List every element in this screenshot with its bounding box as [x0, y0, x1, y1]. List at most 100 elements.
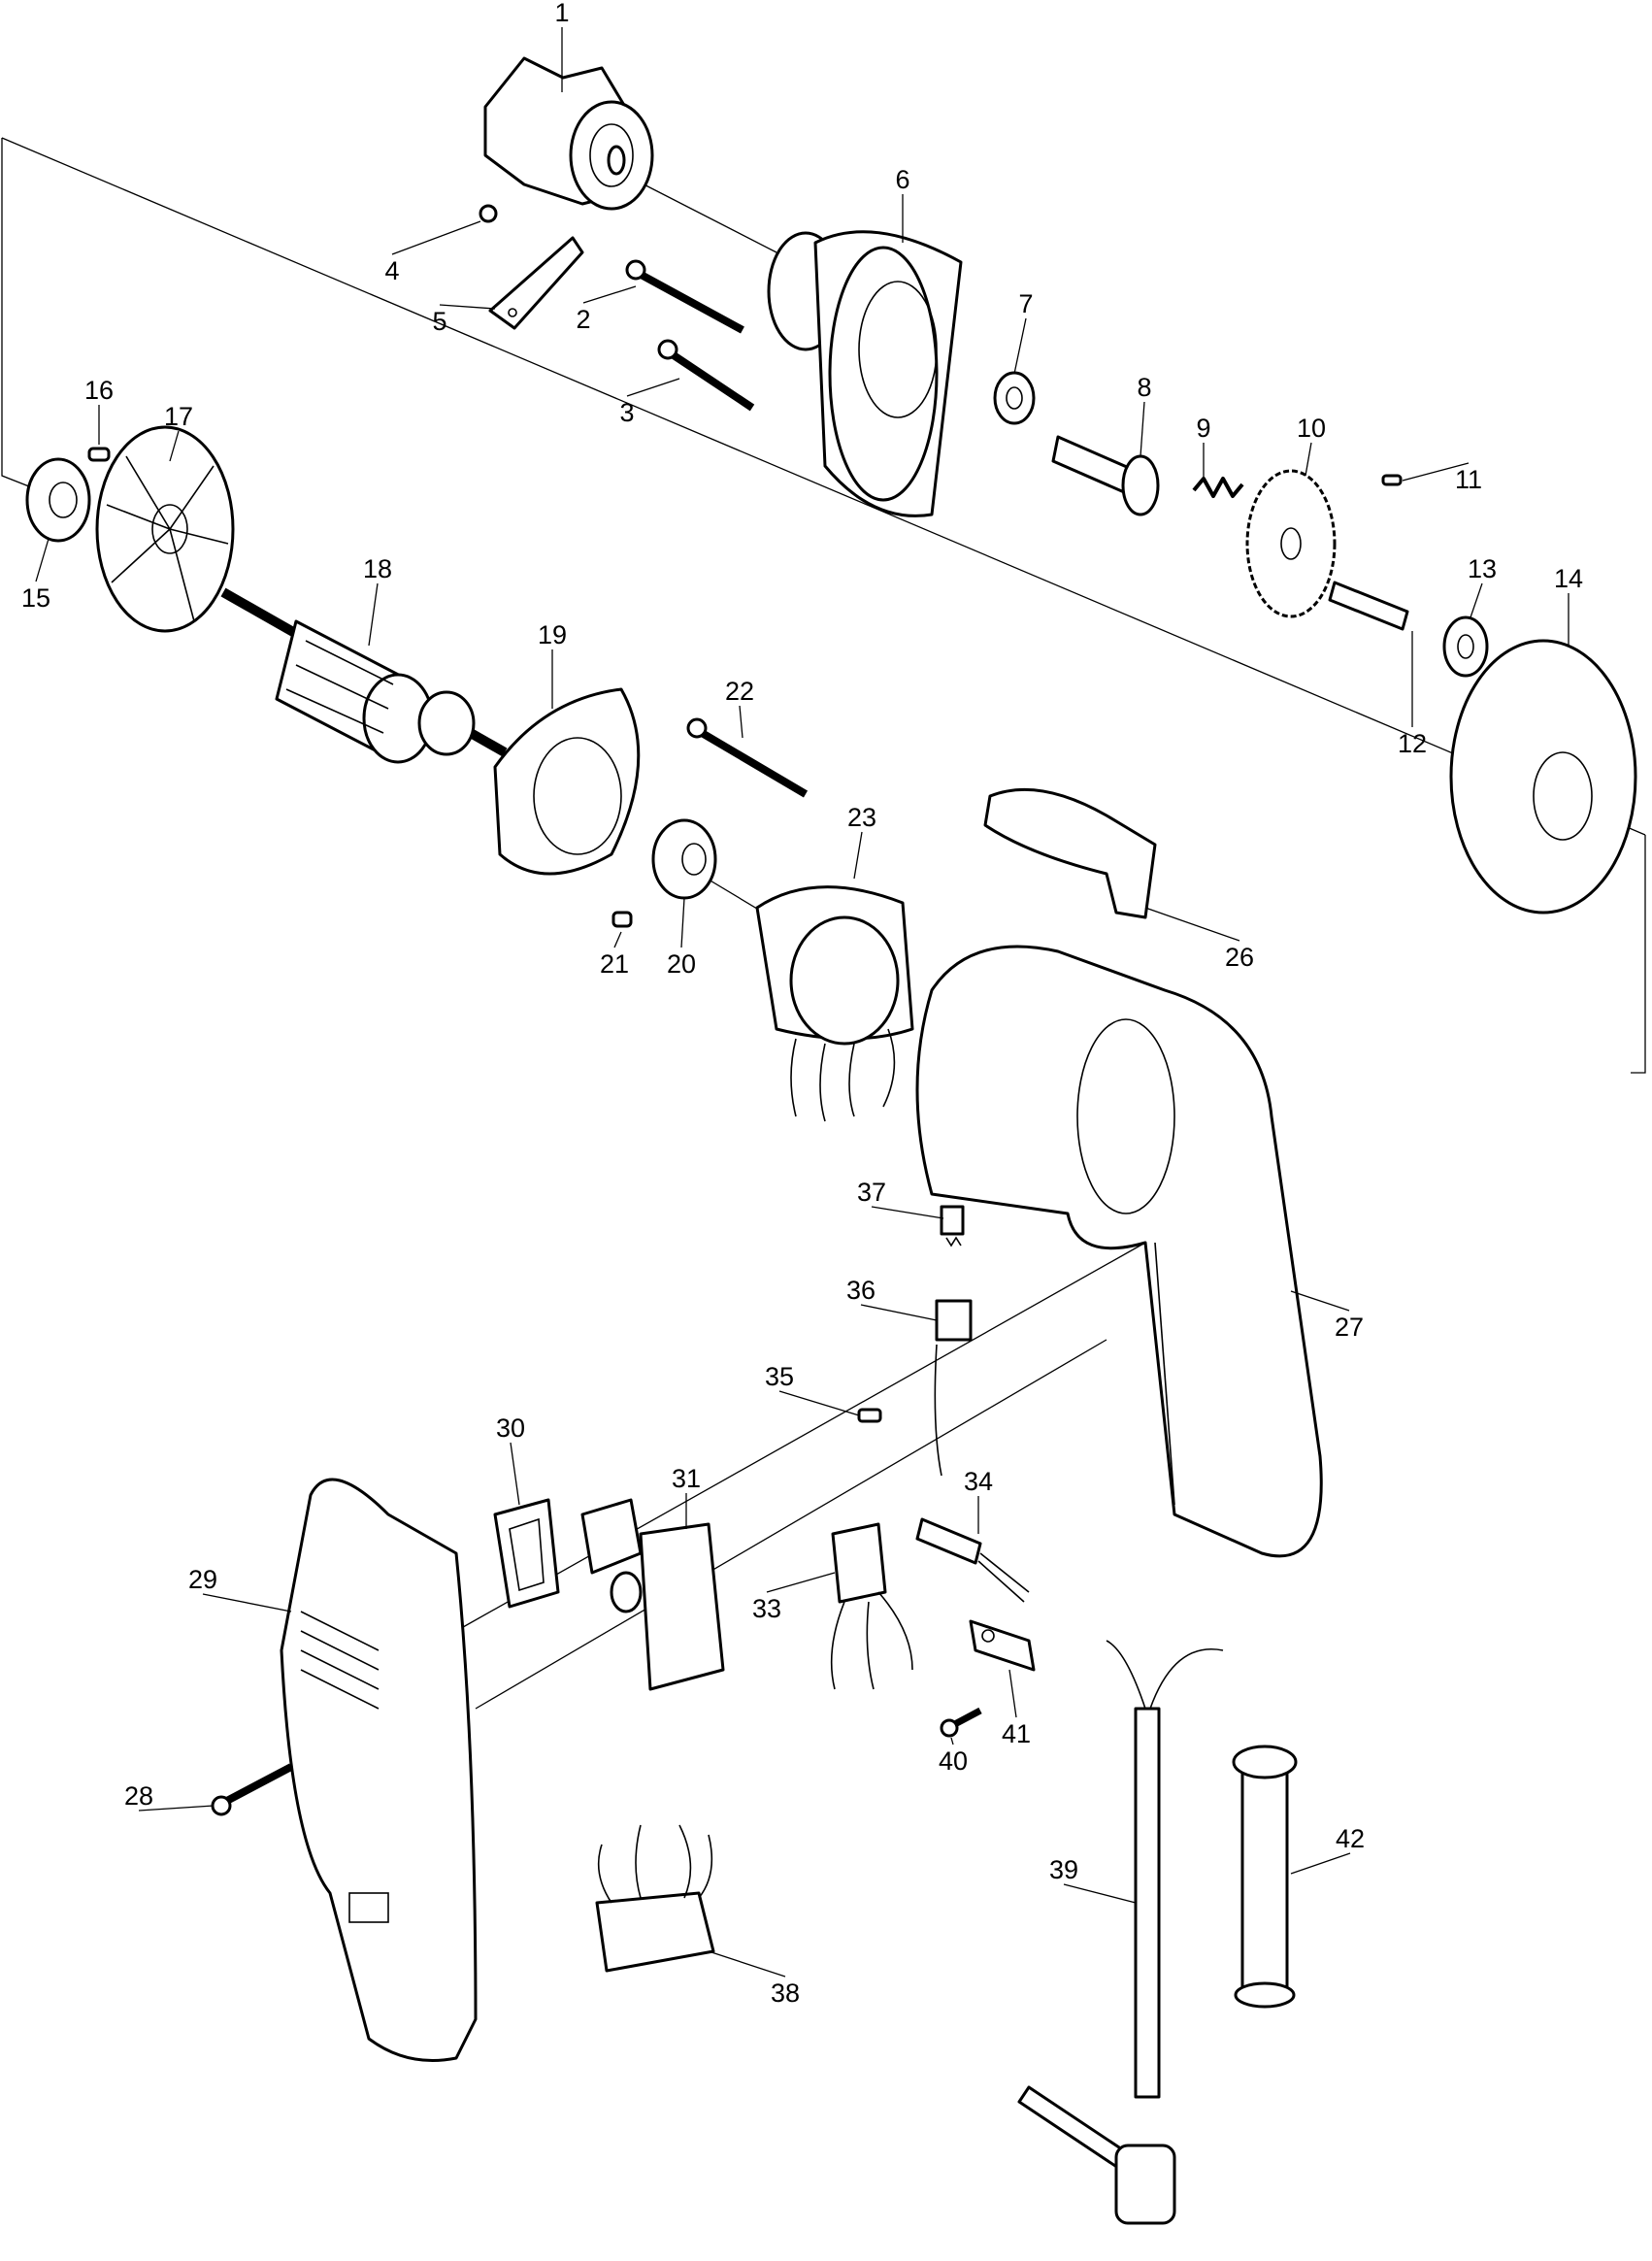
- callout-number: 35: [765, 1362, 794, 1391]
- callout-16: 16: [84, 376, 114, 445]
- part-36-brush-holder: [934, 1299, 973, 1477]
- callout-number: 33: [752, 1594, 781, 1623]
- callout-33: 33: [752, 1572, 836, 1623]
- leader-line: [708, 1950, 786, 1978]
- part-26-switch-cover: [983, 787, 1157, 919]
- callout-30: 30: [496, 1413, 525, 1506]
- callout-number: 3: [619, 398, 634, 427]
- callout-number: 4: [384, 256, 399, 285]
- leader-line: [871, 1206, 944, 1219]
- part-34-choke: [915, 1517, 1030, 1603]
- part-16-key: [87, 447, 111, 462]
- callout-18: 18: [363, 554, 392, 647]
- part-41-cord-clamp: [969, 1619, 1036, 1672]
- callout-number: 11: [1455, 465, 1482, 494]
- part-42-cord-guard: [1232, 1745, 1298, 2009]
- callout-36: 36: [846, 1276, 938, 1321]
- callout-38: 38: [708, 1950, 800, 2008]
- callout-number: 27: [1335, 1313, 1364, 1342]
- assembly-guide-lines: [1, 137, 1646, 1710]
- leader-line: [766, 1572, 836, 1593]
- callout-number: 12: [1398, 729, 1427, 758]
- leader-line: [138, 1805, 215, 1812]
- callout-12: 12: [1398, 631, 1427, 758]
- callout-number: 29: [188, 1565, 217, 1594]
- part-21-key: [611, 911, 633, 928]
- callout-17: 17: [164, 402, 193, 462]
- callout-20: 20: [667, 897, 696, 979]
- part-33-noise-suppressor: [830, 1522, 913, 1690]
- callout-number: 30: [496, 1413, 525, 1443]
- part-14-bearing-box: [1449, 639, 1637, 914]
- callout-40: 40: [939, 1737, 968, 1776]
- callout-6: 6: [895, 165, 910, 243]
- leader-line: [950, 1737, 954, 1746]
- callout-number: 19: [538, 620, 567, 649]
- callout-21: 21: [600, 931, 629, 979]
- part-30-switch-frame: [493, 1498, 560, 1609]
- part-9-spring: [1192, 477, 1244, 498]
- callout-41: 41: [1002, 1669, 1031, 1748]
- callout-number: 34: [964, 1467, 993, 1496]
- leader-line: [1290, 1290, 1350, 1312]
- callout-34: 34: [964, 1467, 993, 1534]
- callout-number: 22: [725, 677, 754, 706]
- part-13-washer: [1442, 615, 1489, 678]
- callout-number: 13: [1468, 554, 1497, 583]
- leader-line: [510, 1442, 520, 1506]
- callout-number: 38: [771, 1978, 800, 2008]
- callout-number: 21: [600, 949, 629, 979]
- leader-line: [1470, 582, 1483, 618]
- part-10-helical-gear: [1245, 469, 1337, 618]
- part-3-screw: [657, 339, 755, 412]
- part-38-terminal-block: [595, 1824, 715, 1973]
- callout-35: 35: [765, 1362, 860, 1416]
- callout-number: 6: [895, 165, 909, 194]
- callout-1: 1: [554, 0, 570, 92]
- part-5-plate: [488, 236, 584, 330]
- callout-27: 27: [1290, 1290, 1364, 1342]
- callout-15: 15: [21, 538, 50, 613]
- leader-line: [626, 378, 680, 397]
- callout-number: 37: [857, 1178, 886, 1207]
- callout-number: 41: [1002, 1719, 1031, 1748]
- part-18-armature: [220, 587, 508, 764]
- callout-number: 31: [672, 1464, 701, 1493]
- leader-line: [680, 897, 685, 948]
- callout-number: 28: [124, 1781, 153, 1811]
- leader-line: [1013, 317, 1027, 375]
- part-15-ball-bearing: [25, 457, 91, 543]
- leader-line: [853, 831, 863, 880]
- callout-8: 8: [1137, 373, 1152, 457]
- callout-11: 11: [1402, 462, 1482, 494]
- part-31-switch: [580, 1498, 725, 1691]
- callout-number: 40: [939, 1746, 968, 1776]
- leader-line: [1402, 462, 1470, 482]
- part-37-carbon-brush: [940, 1205, 965, 1247]
- callout-14: 14: [1554, 564, 1583, 646]
- part-2-screw: [625, 259, 744, 334]
- leader-line: [739, 705, 743, 739]
- callout-number: 9: [1196, 414, 1210, 443]
- callout-number: 16: [84, 376, 114, 405]
- part-20-ball-bearing: [651, 818, 717, 900]
- leader-line: [613, 931, 622, 948]
- leader-line: [1290, 1852, 1351, 1875]
- callout-29: 29: [188, 1565, 292, 1613]
- leader-line: [391, 220, 481, 255]
- callout-28: 28: [124, 1781, 215, 1812]
- leader-line: [169, 430, 180, 462]
- part-6-gear-housing: [767, 230, 963, 517]
- callout-number: 23: [847, 803, 876, 832]
- callout-7: 7: [1013, 289, 1034, 375]
- leader-line: [1140, 401, 1145, 457]
- callout-22: 22: [725, 677, 754, 739]
- callout-37: 37: [857, 1178, 944, 1219]
- callout-4: 4: [384, 220, 481, 285]
- part-11-key: [1381, 474, 1403, 486]
- callout-5: 5: [432, 304, 496, 336]
- callout-number: 18: [363, 554, 392, 583]
- part-39-power-cord: [1017, 1640, 1224, 2225]
- callout-number: 26: [1225, 943, 1254, 972]
